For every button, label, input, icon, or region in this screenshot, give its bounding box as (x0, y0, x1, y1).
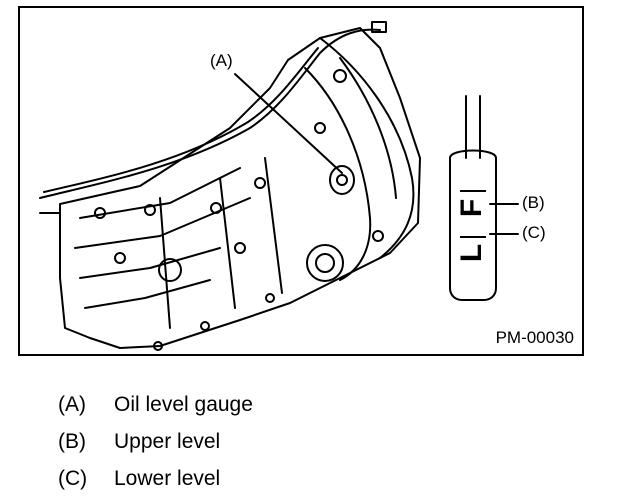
legend-key: (C) (58, 466, 88, 490)
lower-level-mark: L (455, 244, 488, 262)
bell-housing (319, 37, 415, 259)
legend-item: (C) Lower level (58, 460, 253, 497)
legend-item: (B) Upper level (58, 423, 253, 460)
callout-c: (C) (522, 223, 546, 242)
legend-text: Oil level gauge (114, 392, 253, 416)
leader-line-a (234, 73, 343, 174)
legend-text: Upper level (114, 429, 221, 453)
legend: (A) Oil level gauge (B) Upper level (C) … (58, 386, 253, 497)
legend-text: Lower level (114, 466, 221, 490)
legend-key: (B) (58, 429, 86, 453)
transmission-illustration: F L (39, 21, 519, 351)
callout-b: (B) (522, 193, 545, 212)
transmission-case-outline (59, 27, 421, 349)
dipstick-blade (449, 149, 497, 301)
callout-a: (A) (210, 51, 233, 70)
upper-level-mark: F (455, 199, 488, 217)
diagram-frame: F L (A) (B) (C) PM-00030 (18, 6, 584, 356)
legend-item: (A) Oil level gauge (58, 386, 253, 423)
figure-id: PM-00030 (495, 328, 574, 347)
legend-key: (A) (58, 392, 86, 416)
